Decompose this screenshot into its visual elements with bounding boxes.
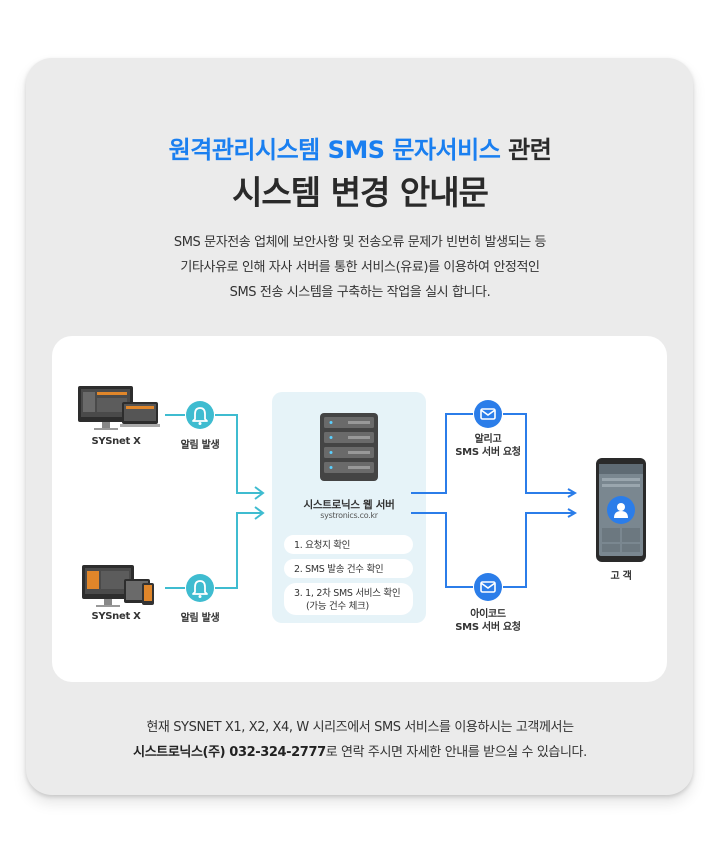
- event-label: 알림 발생: [180, 613, 220, 624]
- event-label: 알림 발생: [180, 440, 220, 451]
- step-item: 2. SMS 발송 건수 확인: [284, 559, 413, 578]
- description-line: SMS 전송 시스템을 구축하는 작업을 실시 합니다.: [229, 285, 491, 300]
- bell-icon: [186, 574, 214, 602]
- source-label: SYSnet X: [91, 611, 141, 622]
- page-title: 시스템 변경 안내문: [232, 173, 489, 212]
- mail-icon: [474, 573, 502, 601]
- title-dark: 관련: [508, 136, 552, 164]
- customer-label: 고 객: [610, 571, 632, 582]
- blue-connectors: [411, 413, 575, 588]
- server-name: 시스트로닉스 웹 서버: [303, 499, 395, 511]
- teal-connectors: [165, 414, 265, 589]
- step-item: 3. 1, 2차 SMS 서비스 확인 (가능 건수 체크): [284, 583, 413, 615]
- footer-line: 현재 SYSNET X1, X2, X4, W 시리즈에서 SMS 서비스를 이…: [146, 720, 574, 735]
- footer-rest: 로 연락 주시면 자세한 안내를 받으실 수 있습니다.: [325, 745, 587, 760]
- user-icon: [607, 496, 635, 524]
- footer-contact: 시스트로닉스(주) 032-324-2777로 연락 주시면 자세한 안내를 받…: [0, 741, 720, 760]
- mail-icon: [474, 400, 502, 428]
- company-contact: 시스트로닉스(주) 032-324-2777: [133, 745, 326, 760]
- title-blue: 원격관리시스템 SMS 문자서비스: [168, 136, 501, 164]
- step-item: 1. 요청지 확인: [284, 535, 413, 554]
- server-icon: [320, 413, 378, 481]
- monitor-icon: [82, 565, 154, 607]
- source-label: SYSnet X: [91, 436, 141, 447]
- description-line: 기타사유로 인해 자사 서버를 통한 서비스(유료)를 이용하여 안정적인: [180, 260, 540, 275]
- request-label: 아이코드 SMS 서버 요청: [455, 609, 521, 633]
- request-label: 알리고 SMS 서버 요청: [455, 434, 521, 458]
- monitor-icon: [78, 386, 160, 430]
- server-url: systronics.co.kr: [320, 511, 378, 520]
- bell-icon: [186, 401, 214, 429]
- description: SMS 문자전송 업체에 보안사항 및 전송오류 문제가 빈번히 발생되는 등 …: [0, 230, 720, 305]
- page-subtitle: 원격관리시스템 SMS 문자서비스 관련: [0, 130, 720, 165]
- description-line: SMS 문자전송 업체에 보안사항 및 전송오류 문제가 빈번히 발생되는 등: [173, 235, 547, 250]
